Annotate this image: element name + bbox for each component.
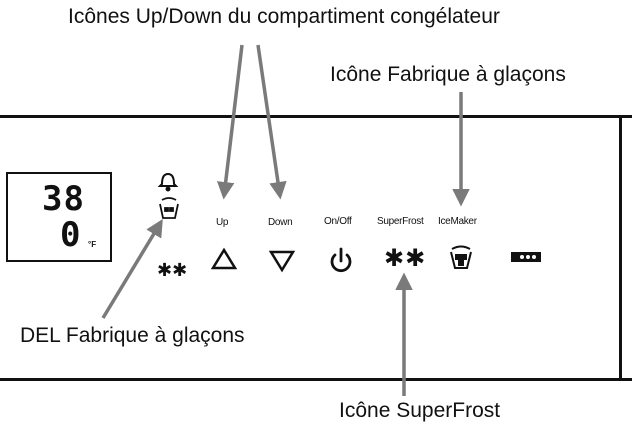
- temperature-display: 38 0 °F: [6, 172, 112, 262]
- superfrost-button-label: SuperFrost: [377, 216, 424, 227]
- icemaker-button-label: IceMaker: [438, 216, 477, 227]
- superfrost-button[interactable]: ✱✱: [384, 244, 427, 272]
- panel-bottom-edge: [0, 378, 632, 381]
- superfrost-icon-callout: Icône SuperFrost: [339, 399, 501, 422]
- icemaker-icon-callout: Icône Fabrique à glaçons: [330, 63, 566, 86]
- onoff-button-label: On/Off: [324, 216, 352, 227]
- bell-icon: [157, 172, 179, 192]
- arrow-to-down-icon: [256, 44, 287, 200]
- lock-icon: [511, 252, 541, 262]
- icemaker-led-callout: DEL Fabrique à glaçons: [20, 324, 245, 347]
- arrow-to-icemaker-led: [101, 219, 163, 319]
- fridge-temperature-readout: 38: [42, 179, 85, 219]
- freezer-updown-callout: Icônes Up/Down du compartiment congélate…: [68, 5, 500, 28]
- up-triangle-icon: [210, 247, 238, 270]
- ice-bucket-icon: [159, 197, 179, 219]
- freezer-temperature-readout: 0: [60, 215, 81, 255]
- down-button-label: Down: [268, 217, 293, 228]
- down-triangle-icon: [268, 250, 296, 273]
- ice-maker-icon: [450, 245, 472, 269]
- arrow-to-up-icon: [216, 44, 244, 200]
- unit-label: °F: [88, 240, 97, 249]
- up-button-label: Up: [216, 217, 229, 228]
- superfrost-led-indicator: ✱✱: [157, 260, 188, 281]
- panel-top-edge: [0, 115, 632, 118]
- callout-arrows: [101, 44, 470, 396]
- power-icon: [330, 247, 352, 273]
- panel-right-edge: [619, 115, 622, 381]
